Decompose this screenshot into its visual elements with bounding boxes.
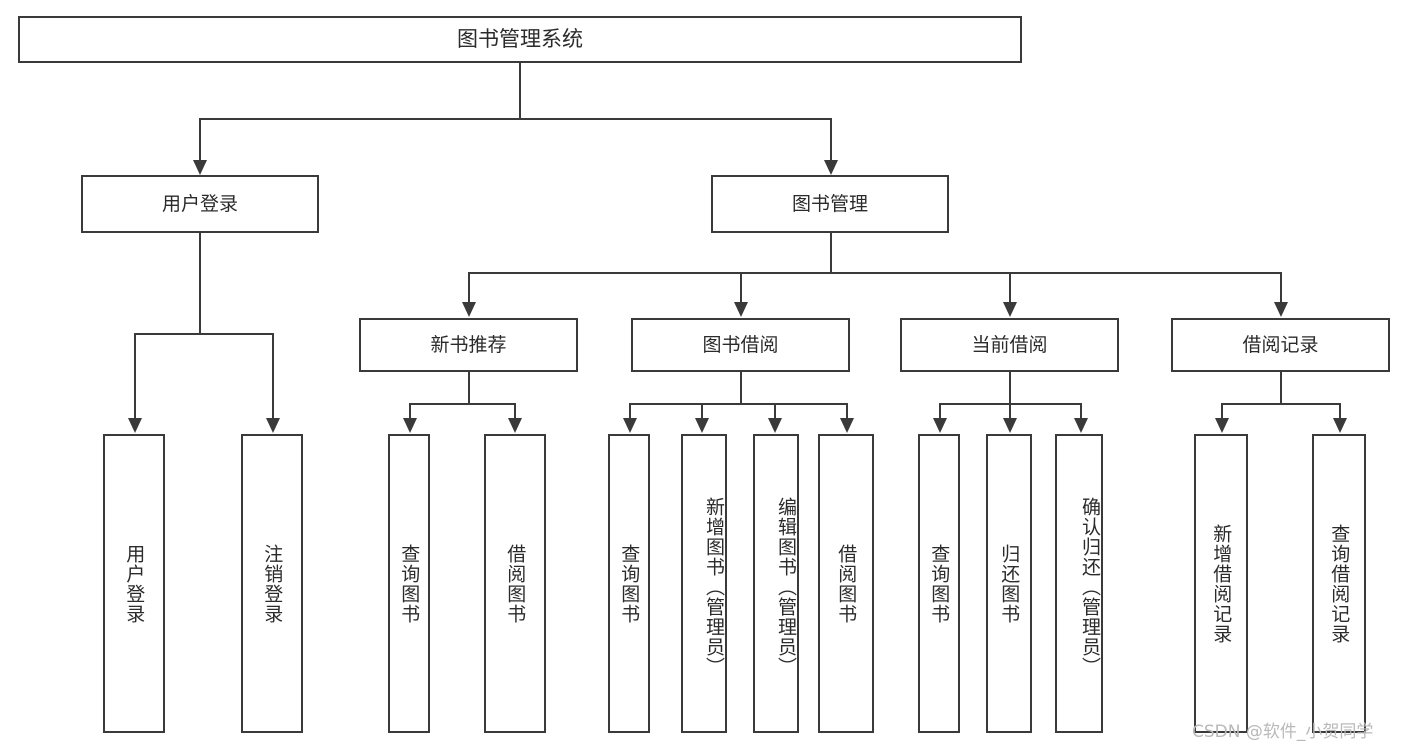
arrowhead-book-borrow-to-leaf-3 xyxy=(768,418,782,433)
arrowhead-current-borrow-to-leaf-3 xyxy=(1074,418,1088,433)
node-book-borrow[interactable]: 图书借阅 xyxy=(631,318,850,372)
arrowhead-new-book-to-leaf-2 xyxy=(508,418,522,433)
node-label: 借阅图书 xyxy=(504,543,527,624)
connector-user-login-bar xyxy=(134,333,272,335)
connector-root-to-user-login xyxy=(199,118,201,162)
connector-root-stem xyxy=(519,63,521,118)
arrowhead-root-to-user-login xyxy=(193,160,207,175)
connector-borrow-record-stem xyxy=(1280,372,1282,403)
connector-book-borrow-bar xyxy=(629,403,846,405)
node-label: 借阅图书 xyxy=(835,543,858,624)
arrowhead-borrow-record-to-leaf-1 xyxy=(1215,418,1229,433)
connector-user-login-to-leaf-2 xyxy=(272,333,274,420)
connector-new-book-to-leaf-1 xyxy=(409,403,411,420)
leaf-borrow-record-add-record[interactable]: 新增借阅记录 xyxy=(1194,434,1248,733)
leaf-book-borrow-add-book-admin[interactable]: 新增图书（管理员） xyxy=(681,434,727,733)
leaf-book-borrow-borrow-book[interactable]: 借阅图书 xyxy=(818,434,874,733)
connector-user-login-to-leaf-1 xyxy=(134,333,136,420)
node-label: 确认归还（管理员） xyxy=(1079,496,1101,677)
node-user-login[interactable]: 用户登录 xyxy=(81,175,319,233)
connector-book-manage-bar xyxy=(468,272,1280,274)
leaf-new-book-query-book[interactable]: 查询图书 xyxy=(388,434,430,733)
arrowhead-current-borrow-to-leaf-1 xyxy=(933,418,947,433)
node-borrow-record[interactable]: 借阅记录 xyxy=(1171,318,1390,372)
connector-book-manage-to-lvl2-4 xyxy=(1280,272,1282,304)
node-label: 图书管理 xyxy=(791,192,868,215)
connector-root-bar xyxy=(199,118,831,120)
arrowhead-borrow-record-to-leaf-2 xyxy=(1333,418,1347,433)
node-label: 用户登录 xyxy=(123,543,146,624)
connector-root-to-book-manage xyxy=(830,118,832,162)
node-label: 查询图书 xyxy=(398,543,421,624)
leaf-book-borrow-query-book[interactable]: 查询图书 xyxy=(608,434,650,733)
node-label: 查询借阅记录 xyxy=(1328,523,1351,644)
connector-user-login-stem xyxy=(199,233,201,333)
node-label: 当前借阅 xyxy=(971,333,1048,356)
node-label: 新增借阅记录 xyxy=(1210,523,1233,644)
arrowhead-book-manage-to-lvl2-1 xyxy=(462,302,476,317)
leaf-current-borrow-return-book[interactable]: 归还图书 xyxy=(986,434,1032,733)
connector-new-book-bar xyxy=(409,403,514,405)
leaf-borrow-record-query-record[interactable]: 查询借阅记录 xyxy=(1312,434,1366,733)
connector-book-manage-stem xyxy=(830,233,832,272)
connector-borrow-record-to-leaf-1 xyxy=(1221,403,1223,420)
node-label: 图书管理系统 xyxy=(457,27,583,52)
leaf-current-borrow-query-book[interactable]: 查询图书 xyxy=(918,434,960,733)
node-label: 注销登录 xyxy=(261,543,284,624)
connector-book-manage-to-lvl2-3 xyxy=(1009,272,1011,304)
node-book-management[interactable]: 图书管理 xyxy=(711,175,949,233)
connector-current-borrow-to-leaf-1 xyxy=(939,403,941,420)
arrowhead-book-borrow-to-leaf-2 xyxy=(695,418,709,433)
leaf-book-borrow-edit-book-admin[interactable]: 编辑图书（管理员） xyxy=(753,434,799,733)
connector-new-book-stem xyxy=(468,372,470,403)
connector-book-manage-to-lvl2-1 xyxy=(468,272,470,304)
node-label: 查询图书 xyxy=(618,543,641,624)
leaf-new-book-borrow-book[interactable]: 借阅图书 xyxy=(484,434,546,733)
connector-book-borrow-to-leaf-4 xyxy=(846,403,848,420)
node-label: 编辑图书（管理员） xyxy=(775,496,797,677)
node-label: 新增图书（管理员） xyxy=(703,496,725,677)
arrowhead-current-borrow-to-leaf-2 xyxy=(1003,418,1017,433)
leaf-user-login-logout[interactable]: 注销登录 xyxy=(241,434,303,733)
connector-current-borrow-to-leaf-2 xyxy=(1009,403,1011,420)
node-label: 借阅记录 xyxy=(1242,333,1319,356)
connector-book-manage-to-lvl2-2 xyxy=(740,272,742,304)
leaf-user-login-login[interactable]: 用户登录 xyxy=(103,434,165,733)
arrowhead-book-manage-to-lvl2-2 xyxy=(734,302,748,317)
node-current-borrow[interactable]: 当前借阅 xyxy=(900,318,1119,372)
connector-book-borrow-stem xyxy=(740,372,742,403)
leaf-current-borrow-confirm-return-admin[interactable]: 确认归还（管理员） xyxy=(1055,434,1103,733)
connector-current-borrow-to-leaf-3 xyxy=(1080,403,1082,420)
arrowhead-book-borrow-to-leaf-1 xyxy=(623,418,637,433)
arrowhead-book-manage-to-lvl2-3 xyxy=(1003,302,1017,317)
node-label: 图书借阅 xyxy=(702,333,779,356)
node-label: 归还图书 xyxy=(998,543,1021,624)
connector-new-book-to-leaf-2 xyxy=(514,403,516,420)
node-new-book-recommend[interactable]: 新书推荐 xyxy=(359,318,578,372)
connector-borrow-record-to-leaf-2 xyxy=(1339,403,1341,420)
csdn-watermark: CSDN @软件_小贺同学 xyxy=(1192,722,1374,742)
connector-book-borrow-to-leaf-3 xyxy=(774,403,776,420)
node-label: 查询图书 xyxy=(928,543,951,624)
arrowhead-book-borrow-to-leaf-4 xyxy=(840,418,854,433)
arrowhead-new-book-to-leaf-1 xyxy=(403,418,417,433)
node-label: 用户登录 xyxy=(161,192,238,215)
arrowhead-book-manage-to-lvl2-4 xyxy=(1274,302,1288,317)
arrowhead-user-login-to-leaf-2 xyxy=(266,418,280,433)
node-root-system[interactable]: 图书管理系统 xyxy=(18,16,1022,63)
arrowhead-root-to-book-manage xyxy=(824,160,838,175)
connector-borrow-record-bar xyxy=(1221,403,1339,405)
connector-current-borrow-stem xyxy=(1009,372,1011,403)
node-label: 新书推荐 xyxy=(430,333,507,356)
connector-book-borrow-to-leaf-2 xyxy=(701,403,703,420)
arrowhead-user-login-to-leaf-1 xyxy=(128,418,142,433)
connector-book-borrow-to-leaf-1 xyxy=(629,403,631,420)
